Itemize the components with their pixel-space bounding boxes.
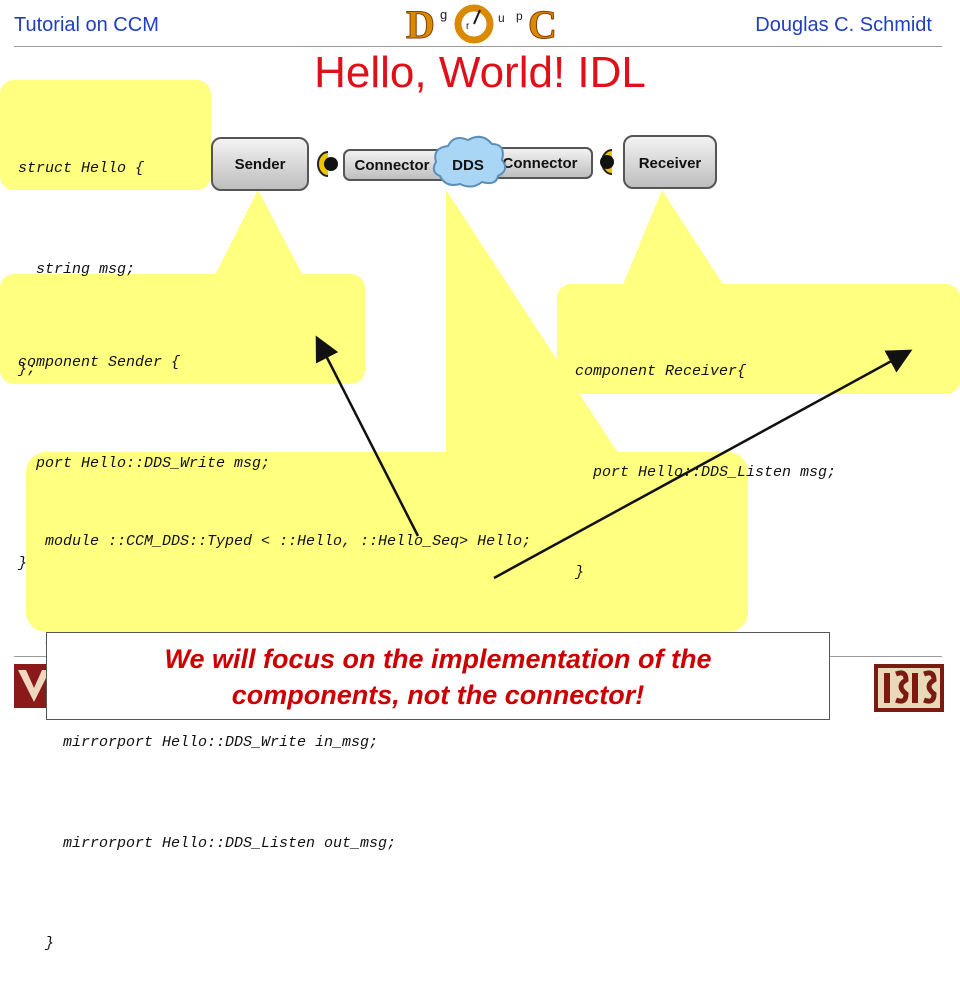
focus-note-text: We will focus on the implementation of t… [47, 641, 829, 713]
callout-shapes [0, 80, 960, 632]
svg-text:C: C [528, 4, 557, 44]
header-left-title: Tutorial on CCM [14, 14, 159, 36]
component-diagram: Sender Connector Connector DDS Receiver [211, 135, 717, 191]
focus-note-line: components, not the connector! [231, 680, 645, 710]
focus-note-box: We will focus on the implementation of t… [46, 632, 830, 720]
svg-text:g: g [440, 7, 447, 22]
sender-callout [0, 274, 365, 384]
code-line: } [575, 564, 585, 581]
sender-node: Sender [211, 137, 309, 191]
dds-label: DDS [452, 157, 484, 174]
sender-label: Sender [235, 156, 286, 173]
header-divider [14, 46, 942, 47]
dds-cloud: DDS [432, 135, 507, 188]
connector-left-node: Connector [343, 149, 449, 181]
struct-callout [0, 80, 211, 190]
code-line: port Hello::DDS_Write msg; [18, 454, 271, 472]
receiver-node: Receiver [623, 135, 717, 189]
svg-text:p: p [516, 9, 523, 23]
code-line: string msg; [18, 260, 136, 278]
receiver-port [600, 149, 614, 175]
code-line: } [45, 935, 55, 952]
connector-left-label: Connector [355, 157, 430, 174]
receiver-callout-pointer [620, 190, 728, 292]
code-line: mirrorport Hello::DDS_Write in_msg; [45, 734, 379, 751]
connector-right-label: Connector [503, 155, 578, 172]
out-msg-to-receiver-arrow [493, 349, 913, 580]
connector-callout [26, 452, 748, 632]
sender-port [317, 151, 338, 177]
isis-logo [874, 664, 944, 712]
receiver-callout [557, 284, 960, 394]
svg-text:D: D [406, 4, 435, 44]
svg-text:u: u [498, 11, 505, 25]
code-line: struct Hello { [18, 160, 145, 177]
code-line: } [18, 555, 28, 572]
code-line: component Receiver{ [575, 363, 747, 380]
connector-callout-pointer [446, 190, 624, 462]
sender-code: component Sender { port Hello::DDS_Write… [18, 279, 270, 614]
focus-note-line: We will focus on the implementation of t… [164, 644, 712, 674]
svg-text:r: r [466, 21, 470, 32]
in-msg-to-sender-arrow [315, 335, 420, 537]
header-author: Douglas C. Schmidt [755, 14, 932, 36]
code-line: module ::CCM_DDS::Typed < ::Hello, ::Hel… [45, 533, 532, 550]
sender-callout-pointer [210, 190, 308, 285]
receiver-code: component Receiver{ port Hello::DDS_List… [575, 288, 836, 623]
receiver-label: Receiver [639, 155, 702, 172]
doc-group-logo: D g r u p C [406, 4, 558, 44]
code-line: component Sender { [18, 354, 181, 371]
struct-code: struct Hello { string msg; }; [18, 85, 144, 420]
code-line: port Hello::DDS_Listen msg; [575, 463, 837, 481]
code-line: mirrorport Hello::DDS_Listen out_msg; [45, 834, 397, 852]
slide-title: Hello, World! IDL [314, 48, 646, 97]
code-line: }; [18, 361, 37, 378]
mapping-arrows [315, 335, 913, 580]
